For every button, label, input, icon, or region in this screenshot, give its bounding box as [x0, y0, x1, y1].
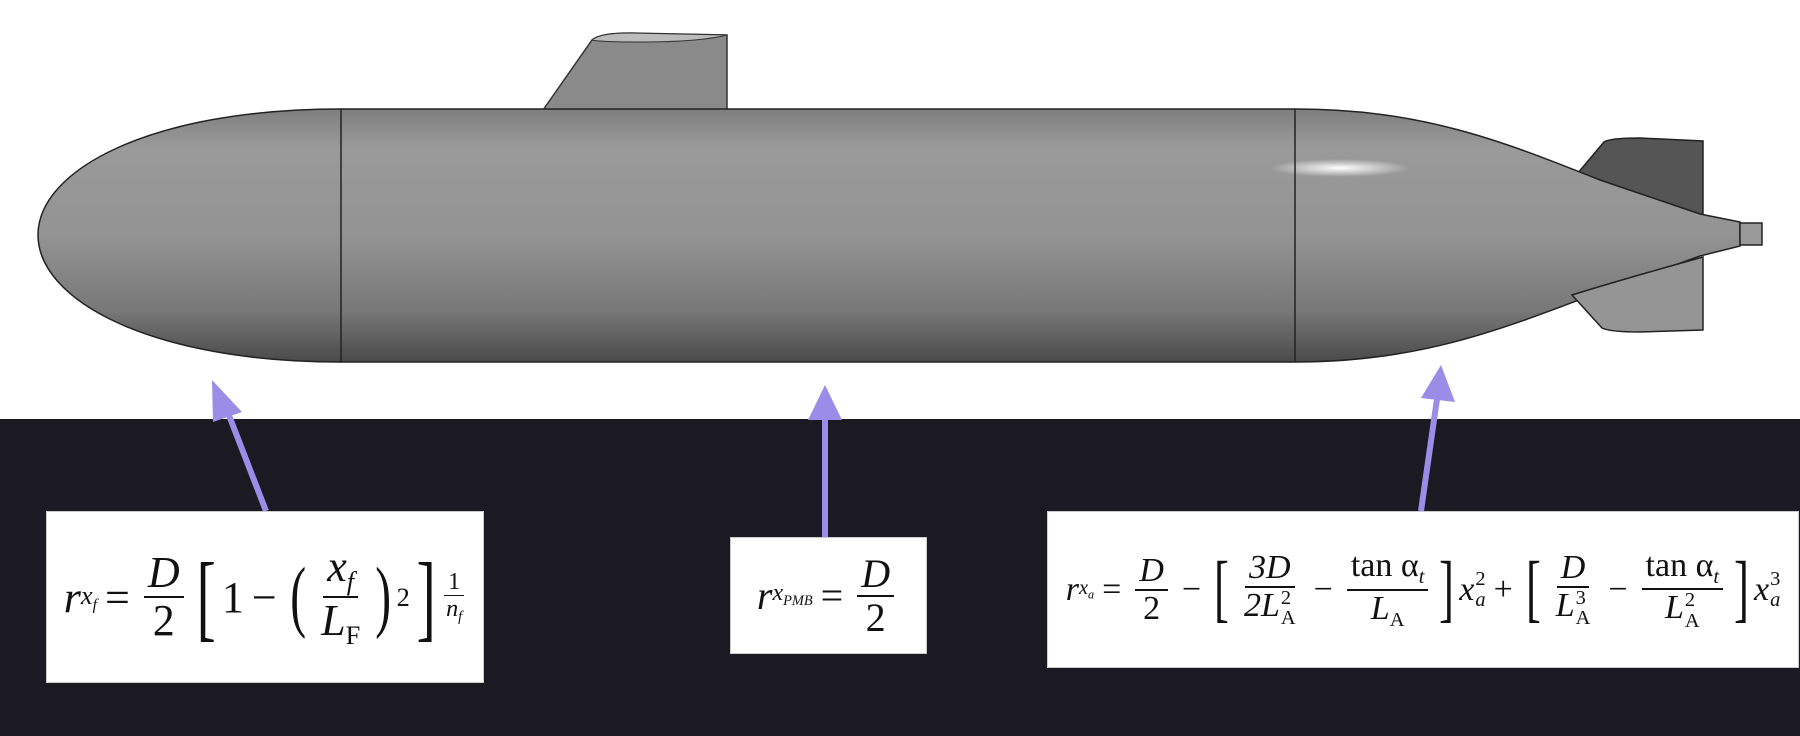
eq-symbol: r	[756, 573, 773, 618]
eq-symbol: A	[1280, 607, 1296, 630]
eq-symbol: A	[1575, 607, 1591, 630]
eq-symbol: x	[772, 580, 784, 607]
eq-symbol: PMB	[783, 593, 813, 610]
eq-bracket: ]	[416, 542, 436, 650]
eq-operator: =	[1102, 570, 1122, 608]
arrow-forebody	[222, 403, 269, 513]
eq-symbol: x	[327, 542, 347, 592]
eq-symbol: 2	[1143, 589, 1161, 627]
eq-symbol: D	[1135, 553, 1168, 591]
eq-symbol: n	[446, 594, 459, 622]
eq-operator: =	[105, 572, 130, 622]
eq-symbol: x	[80, 579, 93, 610]
eq-symbol: x	[1078, 576, 1088, 599]
eq-symbol: 2	[1475, 568, 1486, 591]
sail-top	[590, 32, 728, 43]
eq-symbol: D	[143, 549, 184, 598]
eq-symbol: 1	[221, 572, 244, 622]
eq-symbol: 3	[1575, 586, 1586, 609]
eq-symbol: L	[1370, 589, 1390, 627]
eq-symbol: 2	[396, 581, 410, 612]
eq-symbol: a	[1475, 588, 1486, 611]
eq-symbol: f	[458, 608, 463, 625]
eq-symbol: f	[346, 566, 355, 597]
eq-symbol: L	[1664, 589, 1684, 627]
eq-symbol: L	[321, 596, 346, 645]
eq-symbol: 2	[1684, 589, 1696, 612]
eq-symbol: x	[1753, 570, 1770, 608]
eq-symbol: 1	[444, 569, 465, 596]
arrow-midbody-head	[808, 385, 842, 420]
eq-symbol: D	[857, 552, 895, 597]
eq-symbol: D	[1556, 550, 1590, 588]
eq-symbol: r	[63, 572, 81, 622]
eq-symbol: A	[1684, 609, 1700, 632]
eq-paren: (	[289, 552, 306, 641]
eq-symbol: f	[92, 596, 98, 614]
lower-fin	[1570, 256, 1704, 333]
eq-symbol: r	[1065, 570, 1079, 608]
specular-highlight	[1270, 159, 1410, 177]
eq-symbol: tan α	[1350, 546, 1419, 584]
eq-symbol: 2L	[1243, 587, 1280, 625]
arrow-forebody-head	[212, 380, 242, 422]
eq-symbol: 2	[1280, 586, 1292, 609]
eq-symbol: F	[345, 620, 361, 651]
eq-symbol: 2	[865, 594, 886, 640]
eq-bracket: [	[1525, 547, 1541, 631]
eq-symbol: t	[1713, 565, 1720, 588]
arrow-afterbody	[1418, 391, 1441, 512]
eq-bracket: ]	[1439, 547, 1455, 631]
eq-operator: −	[1313, 570, 1333, 608]
eq-symbol: x	[1459, 570, 1475, 608]
eq-operator: −	[1608, 570, 1628, 608]
eq-symbol: tan α	[1645, 546, 1714, 584]
eq-symbol: t	[1418, 566, 1425, 589]
eq-operator: +	[1493, 570, 1513, 608]
eq-symbol: L	[1555, 587, 1575, 625]
eq-operator: −	[251, 572, 277, 622]
eq-operator: =	[820, 573, 844, 618]
arrow-afterbody-head	[1421, 365, 1455, 402]
eq-symbol: 3	[1770, 568, 1781, 591]
submarine-render	[37, 32, 1763, 363]
tail-rod	[1739, 222, 1763, 246]
eq-operator: −	[1181, 570, 1202, 608]
eq-paren: )	[375, 552, 392, 641]
eq-symbol: a	[1088, 587, 1095, 602]
eq-symbol: 3D	[1245, 550, 1295, 588]
eq-symbol: A	[1389, 608, 1405, 631]
eq-bracket: [	[196, 542, 216, 650]
eq-symbol: 2	[152, 596, 175, 645]
eq-bracket: [	[1214, 547, 1229, 631]
eq-symbol: a	[1770, 588, 1781, 611]
eq-bracket: ]	[1734, 547, 1749, 631]
